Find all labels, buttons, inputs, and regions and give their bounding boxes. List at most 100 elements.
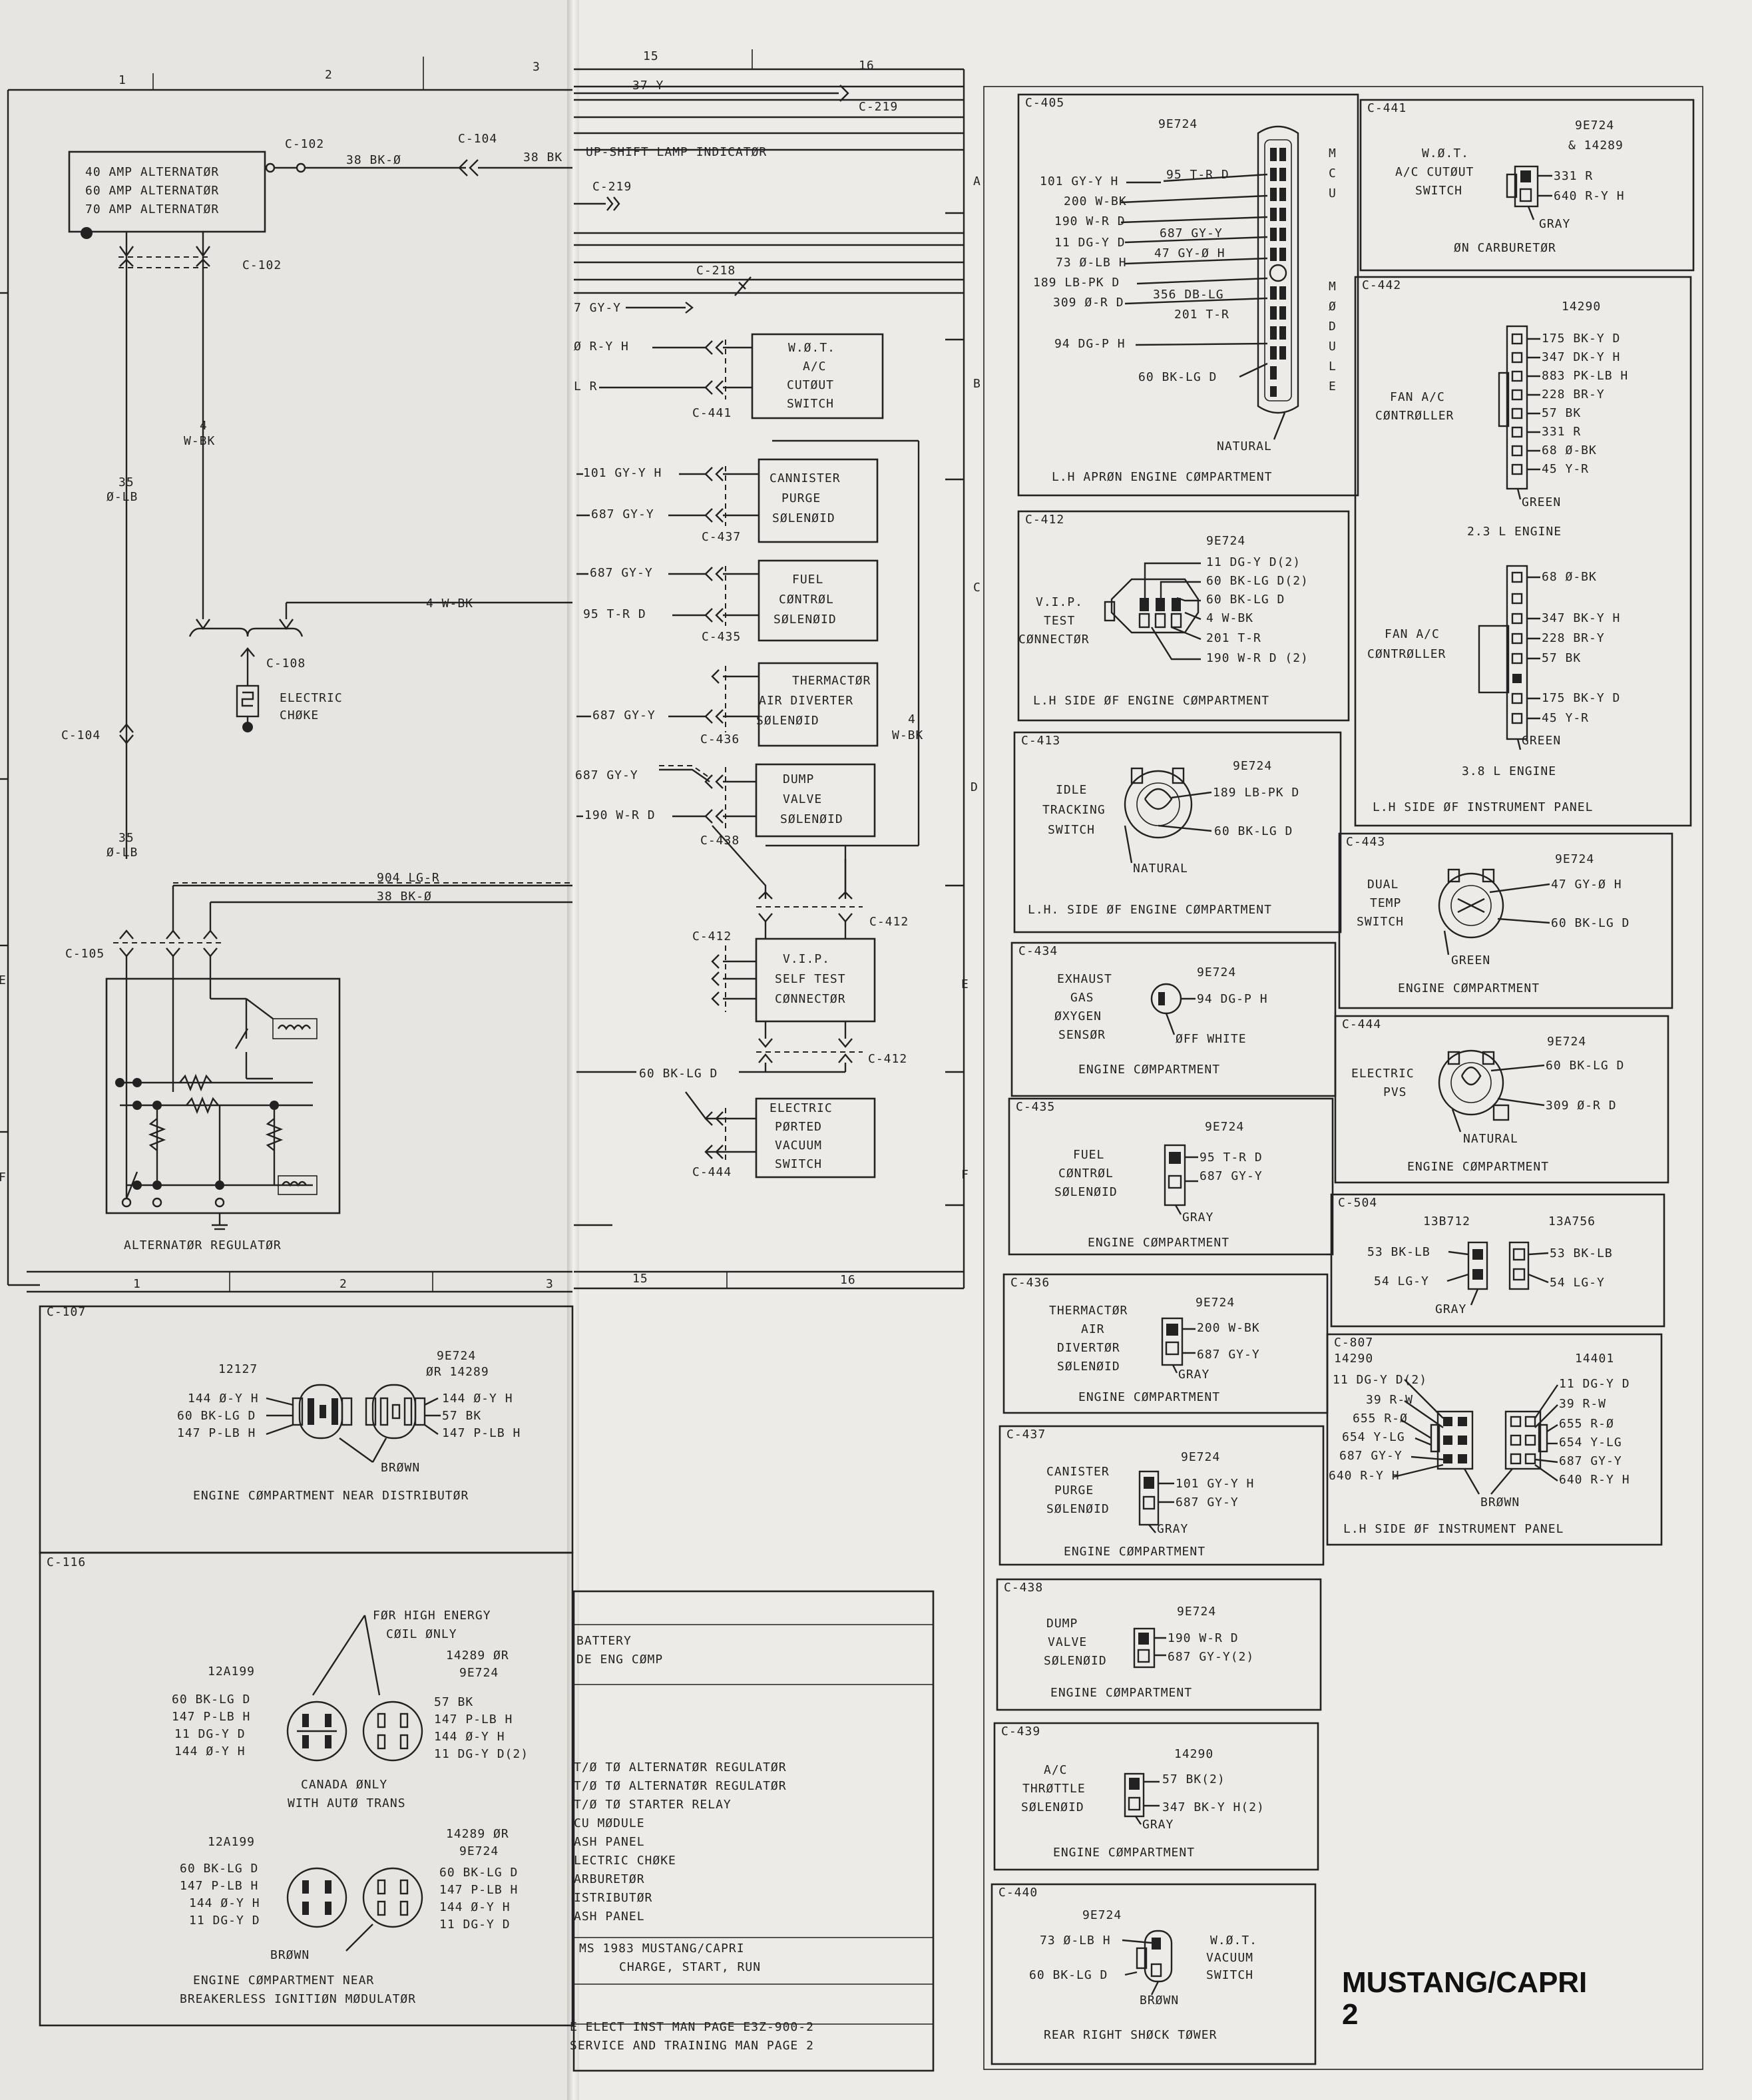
label-c437-part: 9E724 — [1181, 1450, 1220, 1464]
label-c444-name-1: PVS — [1383, 1085, 1407, 1099]
c807-connector-view: C-807 14290 14401 11 DG-Y D(2) 39 R-W 65… — [1326, 1333, 1663, 1546]
label-c412-name-1: TEST — [1044, 614, 1075, 628]
label-c440-part: 9E724 — [1082, 1908, 1122, 1922]
label-c413-location: L.H. SIDE ØF ENGINE CØMPARTMENT — [1028, 903, 1272, 917]
label-legend-items-1: T/Ø TØ ALTERNATØR REGULATØR — [574, 1779, 787, 1793]
label-main-w4a-2: W-BK — [184, 434, 215, 448]
label-main-alt-lines-1: 60 AMP ALTERNATØR — [85, 184, 219, 198]
label-c444-color: NATURAL — [1463, 1132, 1518, 1146]
c442-connector-view: C-442 14290 FAN A/C CØNTRØLLER 175 BK-Y … — [1354, 276, 1692, 827]
label-c437-name-1: PURGE — [1054, 1483, 1094, 1497]
label-c434-name-2: ØXYGEN — [1054, 1009, 1102, 1023]
label-main-c436: C-436 — [700, 732, 740, 746]
label-c116-a-right-pins-1: 147 P-LB H — [434, 1712, 513, 1726]
c437-connector-view: C-437 9E724 CANISTER PURGE SØLENØID 101 … — [998, 1425, 1325, 1566]
label-main-w687c: 687 GY-Y — [592, 708, 656, 722]
label-main-vip-1: SELF TEST — [775, 972, 846, 986]
label-main-canister-1: PURGE — [781, 491, 821, 505]
label-c116-b-right-pins-1: 147 P-LB H — [439, 1883, 518, 1897]
label-c405-left-pins-3: 11 DG-Y D — [1054, 236, 1126, 250]
row-letter-left-f: F — [0, 1171, 7, 1184]
label-main-w687a: 687 GY-Y — [591, 507, 654, 521]
label-main-w4b-1: 4 — [908, 712, 916, 726]
vip-self-test-connector: C-412 V.I.P. SELF TEST CØNNECTØR C-412 C… — [576, 825, 908, 1081]
label-c438-pins-0: 190 W-R D — [1168, 1631, 1239, 1645]
label-c434-part: 9E724 — [1197, 965, 1236, 979]
label-c441-name-1: A/C CUTØUT — [1395, 165, 1474, 179]
label-c405-left-pins-2: 190 W-R D — [1054, 214, 1126, 228]
c444-connector-view: C-444 9E724 ELECTRIC PVS 60 BK-LG D 309 … — [1334, 1015, 1669, 1184]
label-main-thermactor-2: SØLENØID — [756, 714, 819, 728]
label-c107-left-pins-1: 60 BK-LG D — [177, 1409, 256, 1423]
label-main-wlr: L R — [574, 380, 598, 394]
brand-page-number: 2 — [1342, 1998, 1358, 2031]
label-c807-left-pins-1: 39 R-W — [1366, 1393, 1413, 1407]
thermactor-air-diverter-solenoid: 687 GY-Y THERMACTØR AIR DIVERTER SØLENØI… — [576, 662, 879, 747]
label-c439-location: ENGINE CØMPARTMENT — [1053, 1846, 1195, 1860]
electric-ported-vacuum-switch: ELECTRIC PØRTED VACUUM SWITCH C-444 — [685, 1091, 876, 1179]
label-c405-side-2-4: L — [1329, 360, 1337, 374]
label-c436-id: C-436 — [1010, 1276, 1050, 1290]
label-c116-location-1: ENGINE CØMPARTMENT NEAR — [193, 1973, 374, 1987]
label-c434-location: ENGINE CØMPARTMENT — [1078, 1063, 1220, 1077]
c104-connector: C-104 35 Ø-LB — [61, 723, 137, 860]
label-c807-right-pins-4: 687 GY-Y — [1559, 1454, 1622, 1468]
label-c807-location: L.H SIDE ØF INSTRUMENT PANEL — [1343, 1522, 1564, 1536]
label-main-c105: C-105 — [65, 947, 105, 961]
label-c116-a-right-pins-3: 11 DG-Y D(2) — [434, 1747, 529, 1761]
row-letter-f: F — [961, 1168, 969, 1182]
label-c807-right-pins-1: 39 R-W — [1559, 1397, 1606, 1411]
label-c439-color: GRAY — [1142, 1818, 1174, 1832]
grid-bottom-2: 2 — [339, 1277, 347, 1291]
grid-numbers-top: 1 2 3 15 16 — [118, 49, 875, 87]
label-main-c219b: C-219 — [592, 180, 632, 194]
label-main-fuel-0: FUEL — [792, 573, 823, 587]
label-main-c437: C-437 — [702, 530, 741, 544]
label-c435-name-1: CØNTRØL — [1058, 1167, 1114, 1181]
label-main-wot-sw-1: A/C — [803, 360, 827, 374]
label-c807-right-pins-3: 654 Y-LG — [1559, 1436, 1622, 1449]
label-c436-color: GRAY — [1178, 1368, 1209, 1382]
grid-bottom-15: 15 — [632, 1272, 648, 1286]
label-main-c218: C-218 — [696, 264, 736, 278]
label-c443-name-1: TEMP — [1370, 896, 1401, 910]
label-c116-a-right-no-2: 9E724 — [459, 1666, 499, 1680]
label-main-w4b-2: W-BK — [892, 728, 923, 742]
label-c437-id: C-437 — [1006, 1428, 1046, 1442]
label-c440-name-0: W.Ø.T. — [1210, 1934, 1257, 1948]
label-main-w7: 7 GY-Y — [574, 301, 621, 315]
label-c504-left-pins-0: 53 BK-LB — [1367, 1245, 1430, 1259]
c440-connector-view: C-440 9E724 73 Ø-LB H 60 BK-LG D W.Ø.T. … — [990, 1883, 1317, 2065]
label-c504-left-pins-1: 54 LG-Y — [1374, 1274, 1429, 1288]
label-c107-right-pins-2: 147 P-LB H — [442, 1426, 521, 1440]
label-c116-a-left-no: 12A199 — [208, 1665, 255, 1679]
label-c436-name-2: DIVERTØR — [1057, 1341, 1120, 1355]
label-main-w95: 95 T-R D — [583, 607, 646, 621]
label-c116-b-left-pins-1: 147 P-LB H — [180, 1879, 258, 1893]
c435-connector-view: C-435 9E724 FUEL CØNTRØL SØLENØID 95 T-R… — [1008, 1097, 1334, 1256]
label-c434-pins-0: 94 DG-P H — [1197, 992, 1268, 1006]
label-c441-part-1: 9E724 — [1575, 119, 1614, 132]
label-c807-left-pins-2: 655 R-Ø — [1353, 1412, 1408, 1426]
grid-col-16: 16 — [859, 59, 875, 73]
label-c439-id: C-439 — [1001, 1724, 1040, 1738]
label-c107-right-no-2: ØR 14289 — [426, 1365, 489, 1379]
label-c116-color: BRØWN — [270, 1948, 310, 1962]
label-c412-id: C-412 — [1025, 513, 1064, 527]
label-c116-a-left-pins-2: 11 DG-Y D — [174, 1727, 246, 1741]
label-c405-side-2-2: D — [1329, 320, 1337, 334]
label-c443-color: GREEN — [1451, 953, 1490, 967]
label-c412-location: L.H SIDE ØF ENGINE CØMPARTMENT — [1033, 694, 1269, 708]
label-main-canister-0: CANNISTER — [769, 471, 841, 485]
label-c116-id: C-116 — [47, 1555, 86, 1569]
label-c440-left-pins-1: 60 BK-LG D — [1029, 1968, 1108, 1982]
c116-connector-view: C-116 FØR HIGH ENERGY CØIL ØNLY 12A199 1… — [39, 1551, 574, 2027]
label-c107-left-pins-2: 147 P-LB H — [177, 1426, 256, 1440]
label-c116-note-2: CØIL ØNLY — [386, 1627, 457, 1641]
legend-block: BATTERY DE ENG CØMP T/Ø TØ ALTERNATØR RE… — [570, 1590, 935, 2072]
label-main-c104b: C-104 — [61, 728, 101, 742]
label-c440-left-pins-0: 73 Ø-LB H — [1040, 1934, 1111, 1948]
label-c443-name-0: DUAL — [1367, 878, 1399, 892]
label-c437-color: GRAY — [1157, 1522, 1188, 1536]
label-c434-color: ØFF WHITE — [1176, 1032, 1247, 1046]
